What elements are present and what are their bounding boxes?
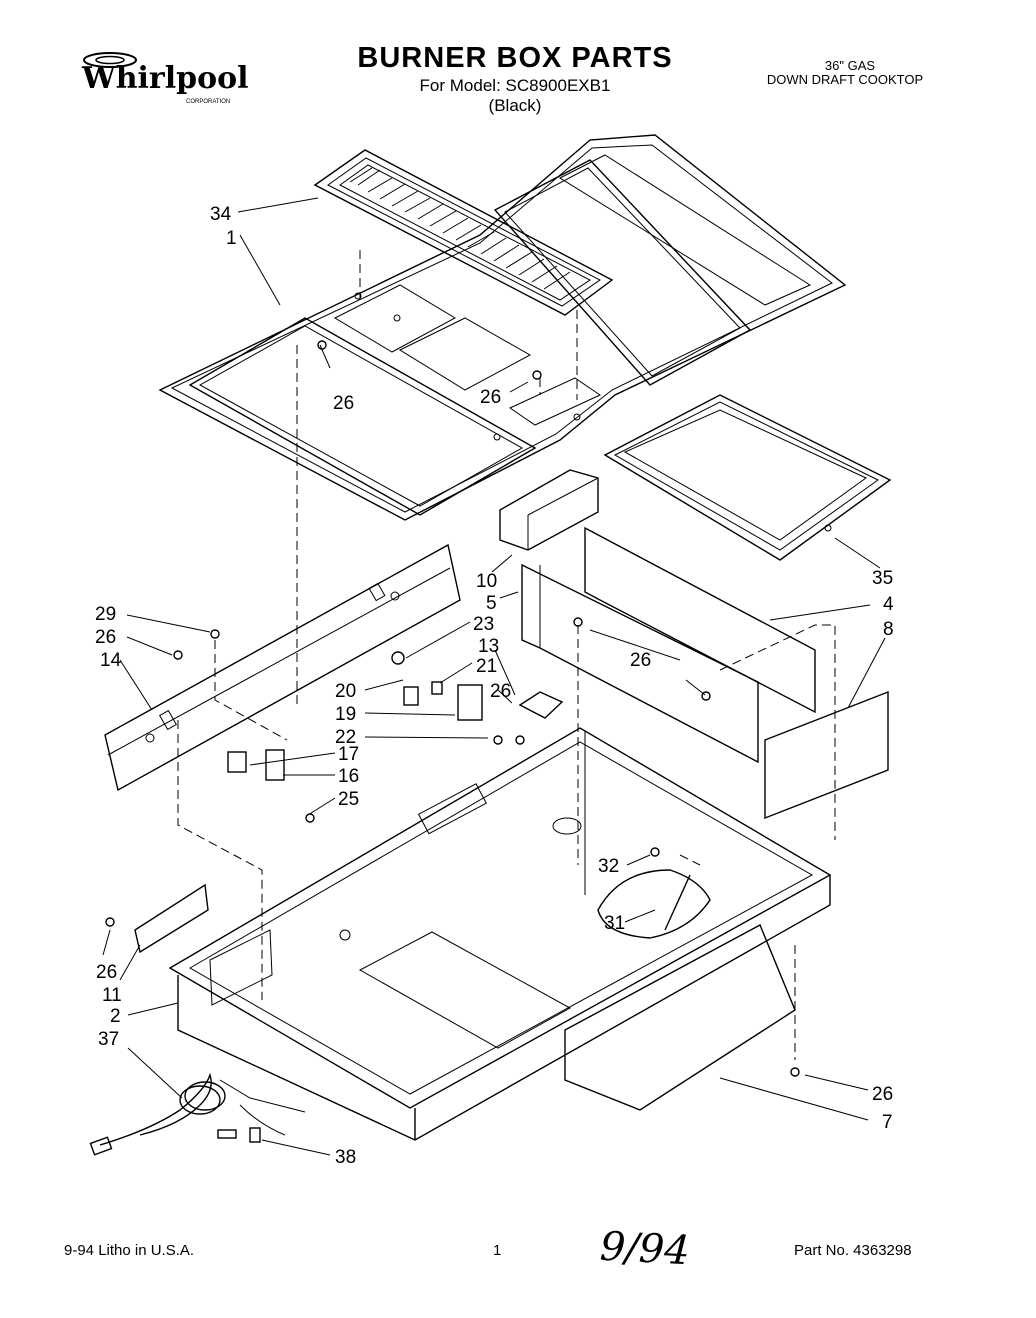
- callout-labels: 34 1 26 26 35 10 5 4 8 29 26 23 13 14 21…: [95, 204, 894, 1168]
- channel-part: [499, 469, 599, 551]
- callout-26: 26: [872, 1084, 893, 1105]
- callout-38: 38: [335, 1147, 356, 1168]
- svg-text:CORPORATION: CORPORATION: [186, 99, 230, 105]
- callout-21: 21: [476, 656, 497, 677]
- callout-26: 26: [480, 387, 501, 408]
- handwritten-date: 9/94: [598, 1223, 691, 1275]
- footer-litho: 9-94 Litho in U.S.A.: [64, 1242, 195, 1259]
- callout-7: 7: [882, 1112, 893, 1133]
- callout-26: 26: [95, 627, 116, 648]
- vent-grille-part: [313, 149, 614, 316]
- callout-26: 26: [96, 962, 117, 983]
- callout-23: 23: [473, 614, 494, 635]
- callout-29: 29: [95, 604, 116, 625]
- control-bracket-part: [104, 543, 461, 792]
- page-number: 1: [493, 1242, 502, 1259]
- grill-pan-part: [603, 394, 892, 561]
- appliance-size: 36" GAS: [824, 58, 876, 73]
- callout-26: 26: [333, 393, 354, 414]
- callout-16: 16: [338, 766, 359, 787]
- power-cord-part: [89, 1072, 306, 1156]
- callout-13: 13: [478, 636, 499, 657]
- model-number: For Model: SC8900EXB1: [419, 76, 611, 95]
- rear-panel-part: [584, 526, 816, 714]
- callout-8: 8: [883, 619, 894, 640]
- cooktop-frame-part: [158, 134, 847, 521]
- callout-34: 34: [210, 204, 232, 225]
- callout-5: 5: [486, 593, 497, 614]
- page-title: BURNER BOX PARTS: [357, 42, 673, 74]
- model-color: (Black): [488, 96, 542, 115]
- callout-4: 4: [883, 594, 894, 615]
- whirlpool-logo: Whirlpool CORPORATION: [78, 48, 249, 108]
- callout-10: 10: [476, 571, 497, 592]
- callout-11: 11: [102, 985, 122, 1006]
- callout-31: 31: [604, 913, 625, 934]
- switch-components: [227, 651, 564, 781]
- callout-19: 19: [335, 704, 356, 725]
- callout-26: 26: [490, 681, 511, 702]
- callout-1: 1: [226, 228, 237, 249]
- callout-26: 26: [630, 650, 651, 671]
- svg-text:Whirlpool: Whirlpool: [81, 61, 248, 96]
- callout-25: 25: [338, 789, 359, 810]
- callout-35: 35: [872, 568, 893, 589]
- alignment-lines: [177, 250, 836, 1060]
- side-shield-part: [764, 690, 889, 820]
- callout-2: 2: [110, 1006, 121, 1027]
- callout-22: 22: [335, 727, 356, 748]
- callout-20: 20: [335, 681, 356, 702]
- screws: [105, 340, 800, 1077]
- callout-32: 32: [598, 856, 619, 877]
- callout-14: 14: [100, 650, 122, 671]
- part-number: Part No. 4363298: [794, 1242, 912, 1259]
- burner-box-part: [168, 727, 832, 1141]
- callout-17: 17: [338, 744, 359, 765]
- callout-37: 37: [98, 1029, 119, 1050]
- small-cover-part: [134, 883, 209, 954]
- appliance-type: DOWN DRAFT COOKTOP: [766, 72, 924, 87]
